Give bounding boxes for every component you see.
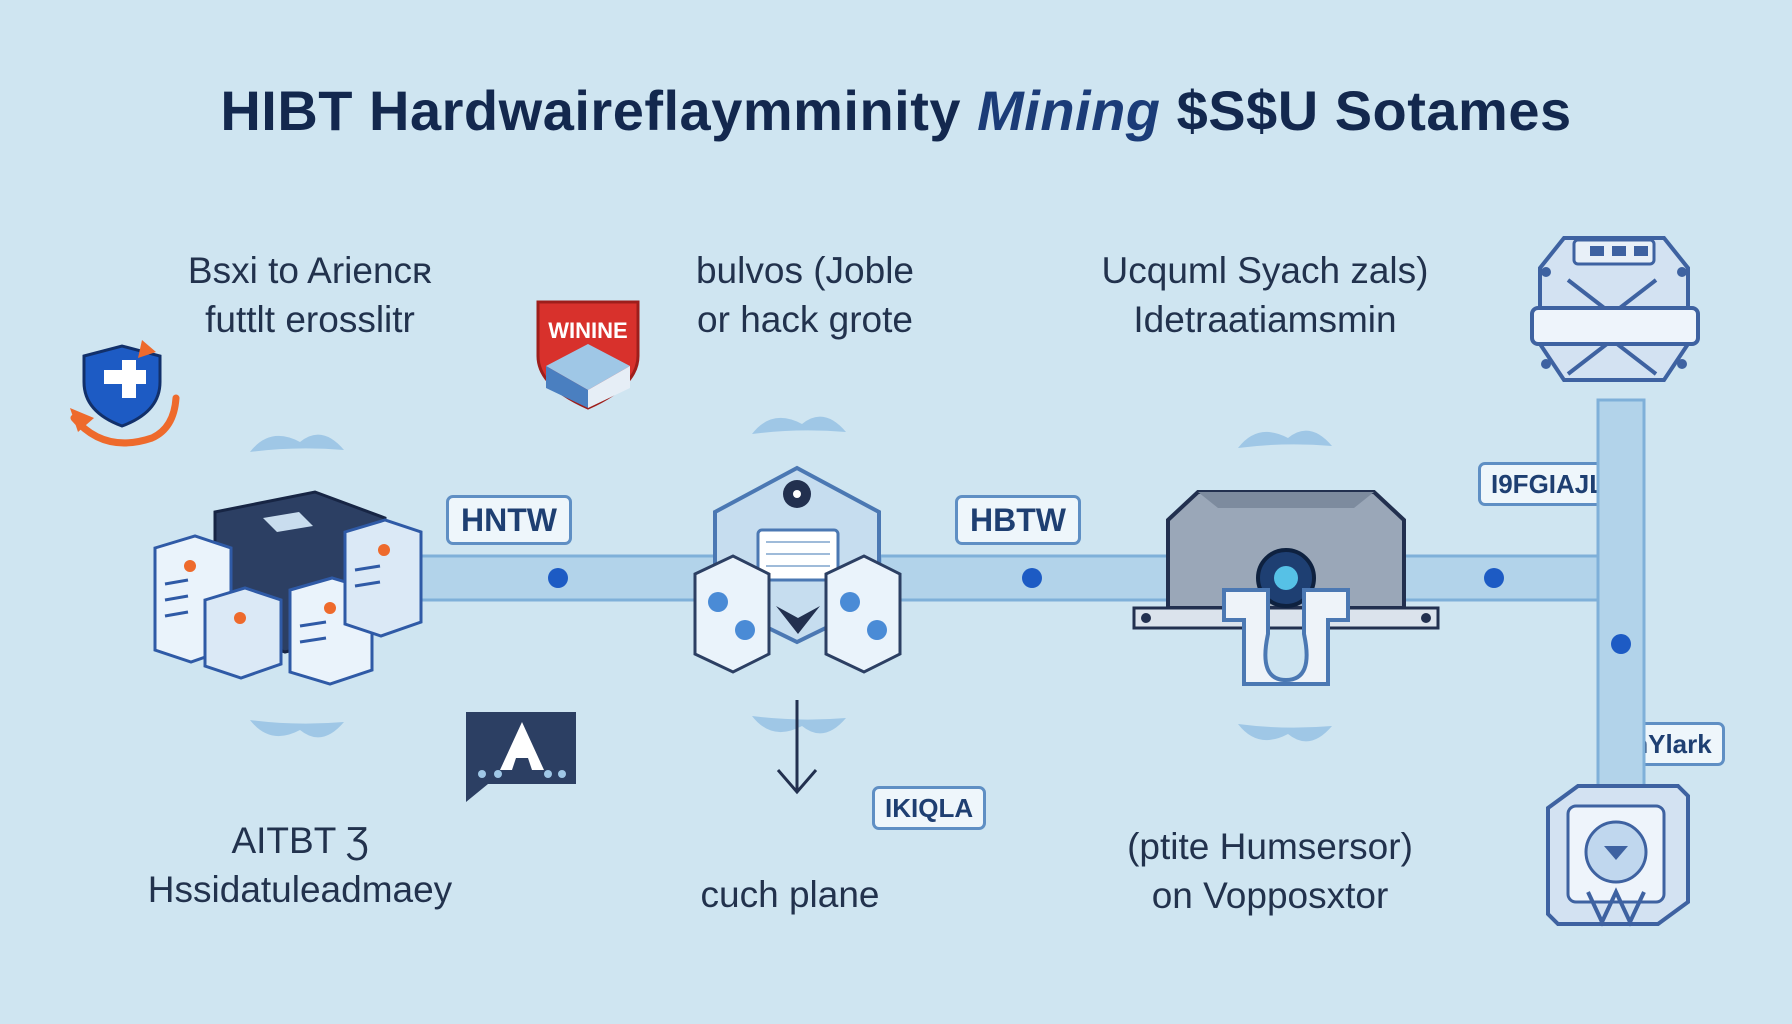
- caption-bottom-right: (ptite Humsersor) on Vopposxtor: [1127, 826, 1413, 916]
- refresh-shield-icon: [70, 340, 180, 447]
- tag-bottom-middle: IKIQLA: [872, 786, 987, 830]
- down-arrow-icon: [776, 700, 818, 795]
- caption-top-middle: bulvos (Joble or hack grote: [695, 250, 914, 340]
- title-main: HIBT Hardwaireflaymminity: [220, 79, 962, 142]
- diagram-title: HIBT Hardwaireflaymminity Mining $S$U So…: [0, 78, 1792, 143]
- mining-rig-top-icon: [1530, 236, 1700, 382]
- mining-hub-icon: [693, 465, 902, 674]
- asic-miner-icon: [1132, 490, 1440, 686]
- server-rack-icon: [153, 490, 423, 686]
- connector-bands: [418, 398, 1646, 812]
- caption-top-right: Ucquml Syach zals) Idetraatiamsmin: [1101, 250, 1429, 340]
- connector-dots: [548, 568, 1631, 654]
- title-tail: $S$U Sotames: [1176, 79, 1572, 142]
- wine-shield-label: WININE: [548, 318, 627, 343]
- caption-bottom-left: AITBT Ʒ Hssidatuleadmaey: [147, 820, 453, 910]
- title-accent: Mining: [977, 79, 1161, 142]
- wine-shield-icon: WININE: [536, 300, 640, 410]
- cloud-decorations: [250, 416, 1332, 742]
- rating-icon: [466, 712, 576, 802]
- caption-top-left: Bsxi to Ariencʀ futtlt erosslitr: [187, 250, 433, 340]
- caption-bottom-middle: cuch plane: [700, 874, 880, 915]
- tag-left: HNTW: [446, 495, 572, 545]
- tag-middle: HBTW: [955, 495, 1081, 545]
- security-badge-icon: [1546, 784, 1690, 927]
